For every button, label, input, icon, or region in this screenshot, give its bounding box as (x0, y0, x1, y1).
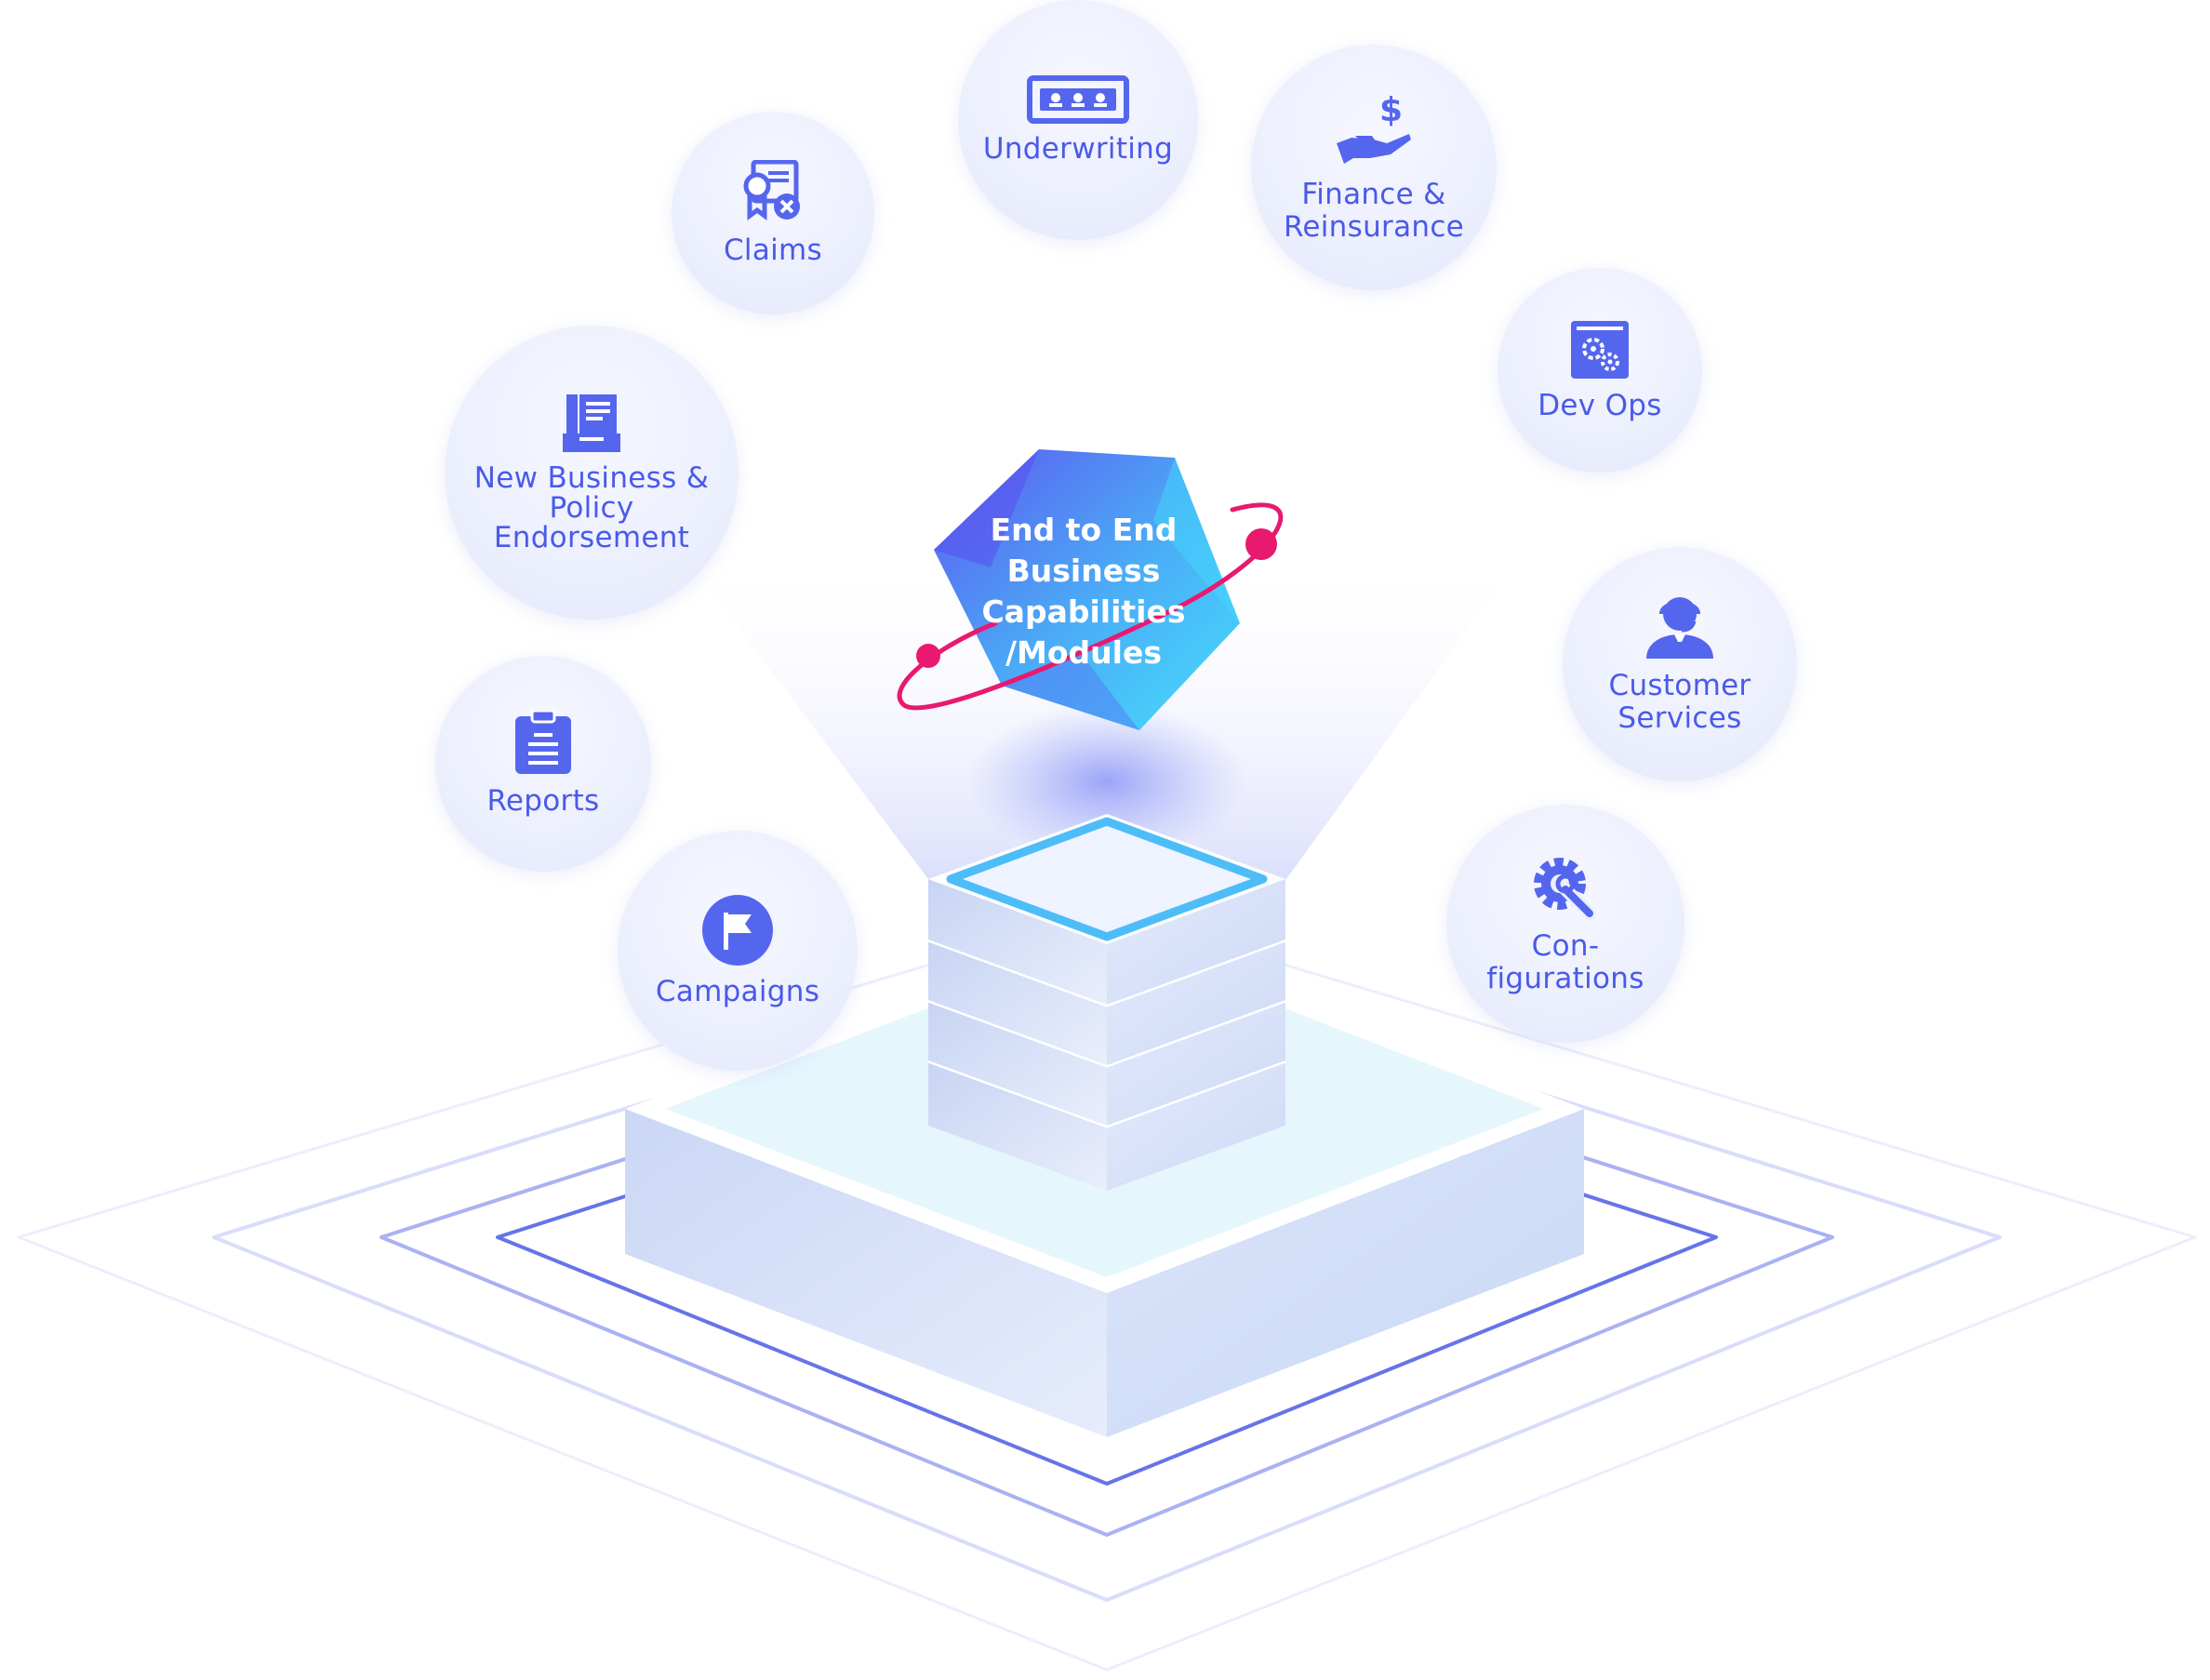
module-label: Campaigns (655, 974, 820, 1008)
module-label: Customer Services (1608, 669, 1751, 735)
module-campaigns[interactable]: Campaigns (618, 831, 858, 1071)
module-new-business-policy-endorsement[interactable]: New Business & Policy Endorsement (445, 326, 739, 620)
id-card-icon (1027, 74, 1129, 124)
orbit-ring (897, 502, 1284, 711)
module-label: Reports (486, 783, 600, 818)
document-tray-icon (563, 394, 620, 452)
module-claims[interactable]: Claims (672, 112, 874, 314)
module-label: Con- figurations (1486, 929, 1644, 995)
module-label: New Business & Policy Endorsement (473, 461, 710, 554)
module-customer-services[interactable]: Customer Services (1563, 547, 1797, 781)
gears-window-icon (1571, 320, 1629, 379)
server-tower (927, 814, 1286, 1191)
certificate-x-icon (743, 159, 800, 220)
gear-wrench-icon (1534, 858, 1596, 920)
capability-hexagon (934, 449, 1240, 730)
hand-dollar-icon: $ (1337, 91, 1411, 164)
glow (967, 702, 1246, 860)
agent-headset-icon (1646, 597, 1713, 659)
module-label: Dev Ops (1538, 388, 1662, 422)
module-label: Finance & Reinsurance (1283, 178, 1465, 244)
module-reports[interactable]: Reports (435, 656, 651, 872)
module-dev-ops[interactable]: Dev Ops (1498, 268, 1702, 473)
module-configurations[interactable]: Con- figurations (1446, 805, 1684, 1043)
module-finance-reinsurance[interactable]: $ Finance & Reinsurance (1251, 45, 1497, 290)
module-label: Claims (723, 233, 823, 267)
capability-title: End to End Business Capabilities /Module… (981, 512, 1186, 671)
module-underwriting[interactable]: Underwriting (958, 0, 1198, 240)
flag-icon (702, 894, 773, 966)
svg-text:$: $ (1379, 91, 1403, 129)
clipboard-icon (515, 710, 571, 774)
module-label: Underwriting (982, 131, 1174, 166)
